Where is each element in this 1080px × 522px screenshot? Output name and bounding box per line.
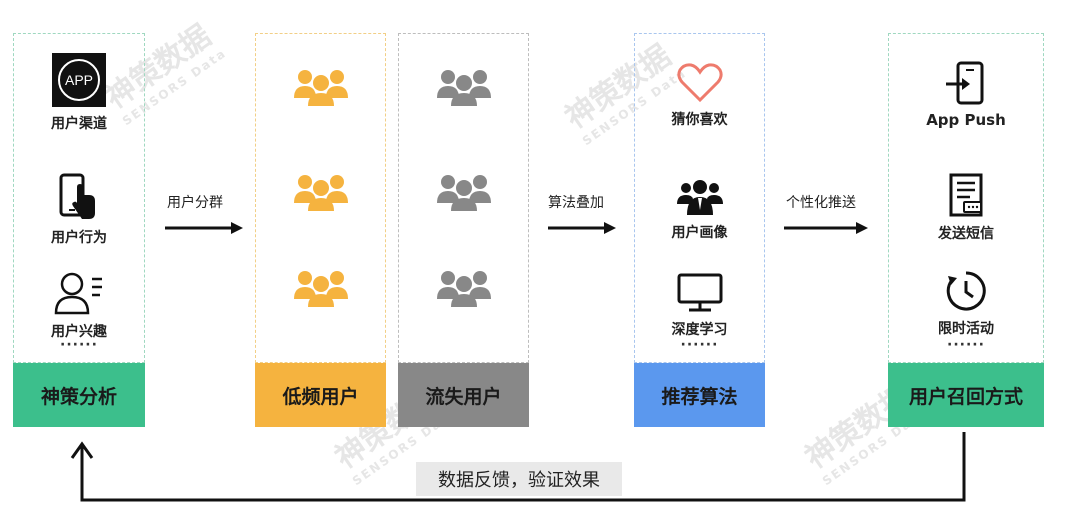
heart-icon: [676, 63, 723, 103]
item-label: App Push: [926, 111, 1006, 129]
user-group-icon: [293, 271, 348, 307]
monitor-icon: [677, 273, 722, 312]
item-label: 猜你喜欢: [671, 112, 728, 128]
item-app-push: App Push: [888, 61, 1044, 129]
column-user-recall-methods: App Push 发送短信 限时活动 ······ 用户召回方式: [888, 33, 1044, 427]
app-icon: APP: [52, 53, 106, 107]
item-label: 深度学习: [671, 322, 728, 338]
column-box: [255, 33, 386, 363]
footer-sensors-analysis: 神策分析: [13, 363, 145, 427]
user-interest-icon: [54, 272, 102, 315]
user-group-icon: [436, 70, 491, 106]
column-box: [888, 33, 1044, 363]
column-low-frequency-users: 低频用户: [255, 33, 386, 427]
arrow-personalized-push: 个性化推送: [784, 190, 870, 240]
right-arrow-icon: [784, 222, 868, 234]
sms-icon: [949, 173, 983, 217]
arrow-label: 用户分群: [167, 195, 223, 211]
item-label: 用户画像: [671, 225, 728, 241]
column-recommendation-algorithm: 猜你喜欢 用户画像 深度学习 ······ 推荐算法: [634, 33, 765, 427]
item-guess-you-like: 猜你喜欢: [634, 63, 765, 129]
column-churned-users: 流失用户: [398, 33, 529, 427]
footer-churned-users: 流失用户: [398, 363, 529, 427]
column-box: [13, 33, 145, 363]
item-label: 发送短信: [938, 226, 994, 242]
item-user-channel: APP 用户渠道: [13, 53, 145, 133]
item-label: 用户行为: [51, 230, 107, 246]
column-box: [398, 33, 529, 363]
more-dots: ······: [947, 337, 985, 353]
item-send-sms: 发送短信: [888, 173, 1044, 243]
right-arrow-icon: [165, 222, 243, 234]
item-user-behavior: 用户行为: [13, 173, 145, 247]
item-label: 用户兴趣: [51, 324, 107, 340]
more-dots: ······: [680, 337, 719, 353]
footer-user-recall-methods: 用户召回方式: [888, 363, 1044, 427]
column-sensors-analysis: APP 用户渠道 用户行为 用户兴趣 ······ 神策分析: [13, 33, 145, 427]
arrow-label: 算法叠加: [548, 195, 604, 211]
right-arrow-icon: [548, 222, 616, 234]
item-label: 限时活动: [938, 321, 994, 337]
user-group-icon: [436, 175, 491, 211]
item-limited-time-event: 限时活动: [888, 270, 1044, 338]
item-user-interest: 用户兴趣: [13, 271, 145, 341]
footer-low-frequency-users: 低频用户: [255, 363, 386, 427]
footer-recommendation-algorithm: 推荐算法: [634, 363, 765, 427]
item-user-portrait: 用户画像: [634, 178, 765, 242]
svg-text:APP: APP: [65, 72, 93, 88]
item-label: 用户渠道: [51, 116, 107, 132]
arrow-user-segmentation: 用户分群: [165, 190, 245, 240]
clock-icon: [946, 271, 986, 311]
feedback-label: 数据反馈，验证效果: [416, 462, 622, 496]
arrow-label: 个性化推送: [786, 195, 856, 211]
column-box: [634, 33, 765, 363]
push-notification-icon: [946, 61, 984, 105]
user-group-icon: [436, 271, 491, 307]
user-group-icon: [293, 70, 348, 106]
more-dots: ······: [60, 337, 98, 353]
user-portrait-icon: [676, 180, 723, 215]
touch-phone-icon: [59, 173, 95, 219]
user-group-icon: [293, 175, 348, 211]
item-deep-learning: 深度学习: [634, 273, 765, 339]
arrow-algorithm-stacking: 算法叠加: [548, 190, 618, 240]
